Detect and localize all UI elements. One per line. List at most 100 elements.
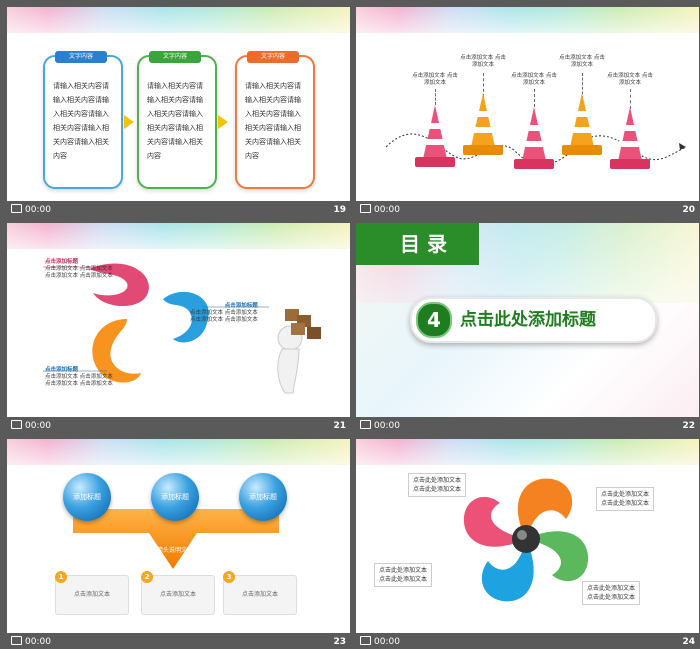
card-tag: 文字内容 [55,51,107,63]
timer-icon [360,204,371,213]
header-band [7,223,350,249]
cone-label: 点击添加文本 点击添加文本 [511,73,557,86]
header-band [356,7,699,33]
content-card: 请输入相关内容请输入相关内容请输入相关内容请输入相关内容请输入相关内容请输入相关… [137,55,217,189]
timer-icon [11,204,22,213]
label-line: 点击添加文本 [79,381,113,387]
content-card: 请输入相关内容请输入相关内容请输入相关内容请输入相关内容请输入相关内容请输入相关… [235,55,315,189]
callout-box: 点击此处添加文本点击此处添加文本 [408,473,467,497]
label-line: 点击添加文本 [79,374,113,380]
card-tag: 文字内容 [247,51,299,63]
label-line: 点击添加文本 [224,310,258,316]
slide-canvas: 请输入相关内容请输入相关内容请输入相关内容请输入相关内容请输入相关内容请输入相关… [7,7,350,201]
slide-number: 19 [333,205,346,215]
label-line: 点击添加文本 [45,266,79,272]
callout-line-1: 点击此处添加文本 [587,585,636,592]
section-number: 4 [416,302,452,338]
slide-footer: 00:00 24 [356,635,699,649]
slide-number: 24 [682,637,695,647]
arrow-right-icon [124,115,134,129]
label-line: 点击添加文本 [45,273,79,279]
slide-canvas: 点击添加标题 点击添加文本 点击添加文本 点击添加文本 点击添加文本 点击添加标… [7,223,350,417]
slide-time: 00:00 [374,421,400,431]
section-title: 点击此处添加标题 [460,310,596,330]
slide-footer: 00:00 23 [7,635,350,649]
swirl-graphic [43,263,321,394]
callout-line-1: 点击此处添加文本 [601,491,650,498]
callout-box: 点击此处添加文本点击此处添加文本 [374,563,433,587]
label-line: 点击添加文本 [79,273,113,279]
label-line: 点击添加文本 [79,266,113,272]
header-band [7,439,350,465]
callout-line-2: 点击此处添加文本 [379,576,428,583]
label-title: 点击添加标题 [45,259,79,265]
slide-time: 00:00 [374,637,400,647]
traffic-cone-icon [415,105,455,171]
content-card: 请输入相关内容请输入相关内容请输入相关内容请输入相关内容请输入相关内容请输入相关… [43,55,123,189]
card-text: 请输入相关内容请输入相关内容请输入相关内容请输入相关内容请输入相关内容请输入相关… [53,82,109,160]
slide-time: 00:00 [25,637,51,647]
slide-number: 20 [682,205,695,215]
orange-arrow [73,509,279,569]
slide-thumbnail-21[interactable]: 点击添加标题 点击添加文本 点击添加文本 点击添加文本 点击添加文本 点击添加标… [7,223,350,433]
slide-footer: 00:00 20 [356,203,699,217]
petal-graphic [463,478,589,602]
timer-icon [360,420,371,429]
card-text: 请输入相关内容请输入相关内容请输入相关内容请输入相关内容请输入相关内容请输入相关… [147,82,203,160]
topic-ball: 添加标题 [63,473,111,521]
topic-ball: 添加标题 [151,473,199,521]
card-text: 请输入相关内容请输入相关内容请输入相关内容请输入相关内容请输入相关内容请输入相关… [245,82,301,160]
callout-line-2: 点击此处添加文本 [587,594,636,601]
label-group-pink: 点击添加标题 点击添加文本 点击添加文本 点击添加文本 点击添加文本 [45,259,113,280]
callout-box: 点击此处添加文本点击此处添加文本 [582,581,641,605]
callout-line-2: 点击此处添加文本 [601,500,650,507]
slide-number: 23 [333,637,346,647]
slide-time: 00:00 [25,205,51,215]
cone-label: 点击添加文本 点击添加文本 [412,73,458,86]
callout-line [630,89,631,109]
slide-canvas: 添加标题 添加标题 添加标题 箭头说明文本 点击添加文本 1 点击添加文本 2 … [7,439,350,633]
label-line: 点击添加文本 [45,381,79,387]
callout-line [534,89,535,107]
slide-canvas: 点击此处添加文本点击此处添加文本 点击此处添加文本点击此处添加文本 点击此处添加… [356,439,699,633]
traffic-cone-icon [463,93,503,159]
label-line: 点击添加文本 [190,310,224,316]
text-box: 点击添加文本 [141,575,215,615]
header-band [356,439,699,465]
callout-line-1: 点击此处添加文本 [379,567,428,574]
label-line: 点击添加文本 [45,374,79,380]
slide-thumbnail-24[interactable]: 点击此处添加文本点击此处添加文本 点击此处添加文本点击此处添加文本 点击此处添加… [356,439,699,649]
section-pill: 4 点击此处添加标题 [410,297,657,343]
slide-footer: 00:00 19 [7,203,350,217]
callout-box: 点击此处添加文本点击此处添加文本 [596,487,655,511]
label-group-orange: 点击添加标题 点击添加文本 点击添加文本 点击添加文本 点击添加文本 [45,367,113,388]
slide-time: 00:00 [374,205,400,215]
timer-icon [360,636,371,645]
slide-number: 21 [333,421,346,431]
cone-label: 点击添加文本 点击添加文本 [460,55,506,68]
callout-line [483,73,484,97]
callout-line [582,73,583,99]
toc-title: 目 录 [356,223,479,265]
traffic-cone-icon [514,107,554,173]
topic-ball: 添加标题 [239,473,287,521]
timer-icon [11,636,22,645]
card-tag: 文字内容 [149,51,201,63]
box-number: 2 [141,571,153,583]
slide-thumbnail-19[interactable]: 请输入相关内容请输入相关内容请输入相关内容请输入相关内容请输入相关内容请输入相关… [7,7,350,217]
slide-time: 00:00 [25,421,51,431]
callout-line [435,89,436,105]
slide-canvas: 目 录 4 点击此处添加标题 [356,223,699,417]
slide-thumbnail-20[interactable]: 点击添加文本 点击添加文本 点击添加文本 点击添加文本 点击添加文本 点击添加文… [356,7,699,217]
slide-thumbnail-23[interactable]: 添加标题 添加标题 添加标题 箭头说明文本 点击添加文本 1 点击添加文本 2 … [7,439,350,649]
cone-label: 点击添加文本 点击添加文本 [559,55,605,68]
slide-canvas: 点击添加文本 点击添加文本 点击添加文本 点击添加文本 点击添加文本 点击添加文… [356,7,699,201]
label-line: 点击添加文本 [190,317,224,323]
arrow-caption: 箭头说明文本 [157,547,194,554]
label-title: 点击添加标题 [45,367,79,373]
header-band [7,7,350,33]
box-number: 1 [55,571,67,583]
label-line: 点击添加文本 [224,317,258,323]
